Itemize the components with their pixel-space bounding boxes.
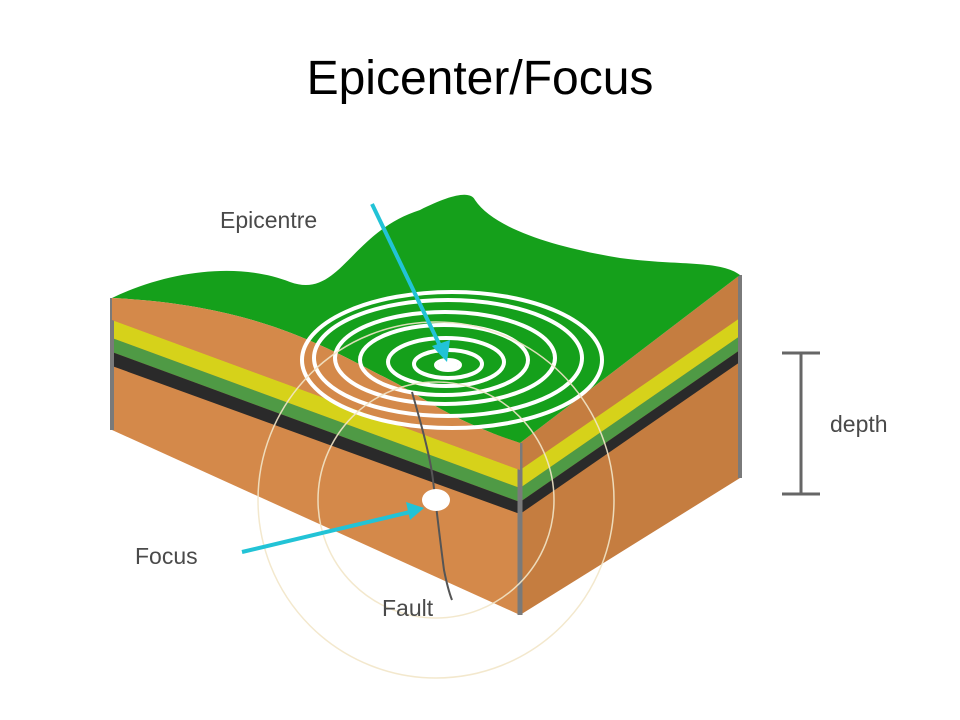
- front-green-layer: [112, 338, 520, 502]
- contour-ring: [386, 336, 506, 388]
- depth-label: depth: [830, 411, 888, 437]
- epicentre-point: [438, 361, 458, 369]
- fault-label: Fault: [382, 595, 434, 621]
- contour-ring: [358, 323, 530, 397]
- front-yellow-layer: [112, 320, 520, 488]
- side-face: [520, 275, 740, 615]
- side-green-layer: [520, 336, 740, 502]
- epicentre-contours: [300, 290, 604, 430]
- focus-label: Focus: [135, 543, 198, 569]
- contour-ring: [300, 290, 604, 430]
- side-black-layer: [520, 350, 740, 514]
- contour-ring: [434, 358, 462, 372]
- front-face: [112, 298, 520, 615]
- wave-circle: [317, 381, 555, 619]
- contour-ring: [312, 298, 584, 418]
- slide-title: Epicenter/Focus: [306, 52, 654, 105]
- front-black-layer: [112, 352, 520, 514]
- epicentre-pointer: [370, 203, 450, 362]
- wave-circle: [257, 321, 615, 679]
- side-yellow-layer: [520, 318, 740, 488]
- epicentre-label: Epicentre: [220, 207, 317, 233]
- focus-point: [422, 489, 450, 511]
- contour-ring: [333, 310, 557, 406]
- focus-pointer: [241, 502, 424, 554]
- depth-bar: [782, 351, 820, 496]
- seismic-waves: [257, 321, 615, 679]
- fault-line: [411, 391, 453, 601]
